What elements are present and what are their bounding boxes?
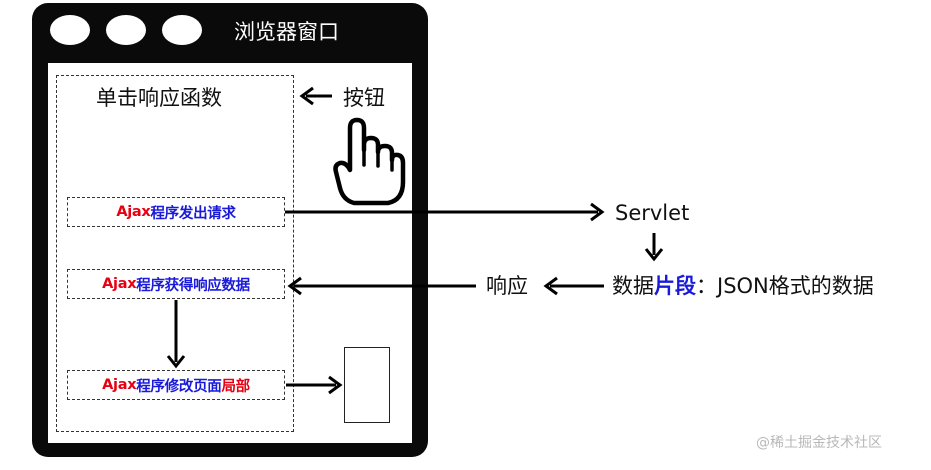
ajax-prefix: Ajax <box>116 204 151 220</box>
response-arrow <box>287 276 476 296</box>
modify-page-arrow <box>286 375 343 395</box>
arrow-to-button <box>299 86 332 106</box>
window-control-dot <box>50 15 90 45</box>
request-arrow <box>285 202 605 222</box>
servlet-down-arrow <box>644 233 664 262</box>
step-text: 程序修改页面 <box>136 378 222 395</box>
data-fragment-label: 数据片段：JSON格式的数据 <box>612 272 874 300</box>
window-control-dot <box>106 15 146 45</box>
servlet-label: Servlet <box>615 201 690 225</box>
click-handler-label: 单击响应函数 <box>96 86 222 110</box>
fragment-suffix: ：JSON格式的数据 <box>696 274 874 298</box>
step-text: 程序发出请求 <box>150 205 236 222</box>
ajax-prefix: Ajax <box>102 276 137 292</box>
response-label: 响应 <box>486 274 528 298</box>
window-title: 浏览器窗口 <box>234 20 339 44</box>
button-label: 按钮 <box>343 86 385 110</box>
step-down-arrow <box>166 300 186 369</box>
step-suffix: 局部 <box>221 378 250 395</box>
window-control-dot <box>162 15 202 45</box>
ajax-prefix: Ajax <box>102 377 137 393</box>
watermark: @稀土掘金技术社区 <box>756 435 882 451</box>
fragment-highlight: 片段 <box>654 274 696 298</box>
page-partial-region <box>344 347 390 423</box>
click-handler-box <box>56 75 294 432</box>
fragment-prefix: 数据 <box>612 274 654 298</box>
fragment-to-response-arrow <box>543 276 604 296</box>
step-text: 程序获得响应数据 <box>136 277 250 294</box>
pointing-hand-icon <box>333 117 406 206</box>
